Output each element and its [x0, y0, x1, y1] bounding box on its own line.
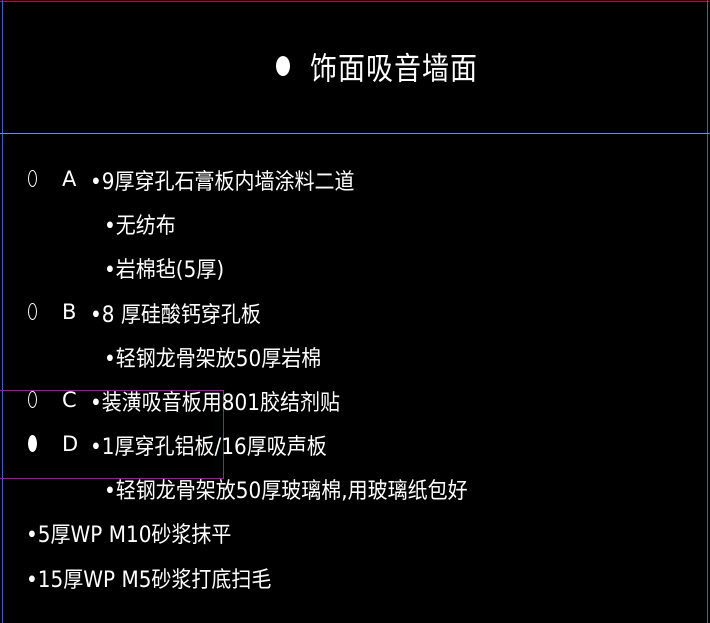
- title-bullet-icon: [276, 56, 290, 76]
- option-a-radio-icon[interactable]: [28, 170, 37, 187]
- frame-left-line: [2, 0, 3, 623]
- option-b-item-2: •轻钢龙骨架放50厚岩棉: [104, 344, 322, 372]
- option-d-letter: D: [62, 432, 79, 456]
- frame-right-line: [707, 0, 708, 623]
- frame-top-line: [0, 1, 710, 2]
- option-c-radio-icon[interactable]: [28, 391, 37, 408]
- option-b-radio-icon[interactable]: [28, 303, 37, 320]
- selection-highlight-box: [0, 390, 224, 479]
- option-c-letter: C: [62, 388, 77, 412]
- base-layer-1: •5厚WP M10砂浆抹平: [26, 520, 232, 548]
- option-b-item-1: •8 厚硅酸钙穿孔板: [90, 300, 261, 328]
- option-a-letter: A: [62, 167, 77, 191]
- title-area: 饰面吸音墙面: [276, 46, 478, 88]
- option-a-item-2: •无纺布: [104, 211, 176, 239]
- option-a-item-1: •9厚穿孔石膏板内墙涂料二道: [90, 167, 355, 195]
- option-a-item-3: •岩棉毡(5厚): [104, 255, 225, 283]
- option-d-radio-icon[interactable]: [28, 435, 37, 452]
- option-d-item-2: •轻钢龙骨架放50厚玻璃棉,用玻璃纸包好: [104, 476, 468, 504]
- option-c-item-1: •装潢吸音板用801胶结剂贴: [90, 388, 340, 416]
- option-b-letter: B: [62, 300, 77, 324]
- base-layer-2: •15厚WP M5砂浆打底扫毛: [26, 565, 272, 593]
- page-title: 饰面吸音墙面: [310, 51, 478, 88]
- option-d-item-1: •1厚穿孔铝板/16厚吸声板: [90, 432, 327, 460]
- header-divider: [0, 133, 710, 134]
